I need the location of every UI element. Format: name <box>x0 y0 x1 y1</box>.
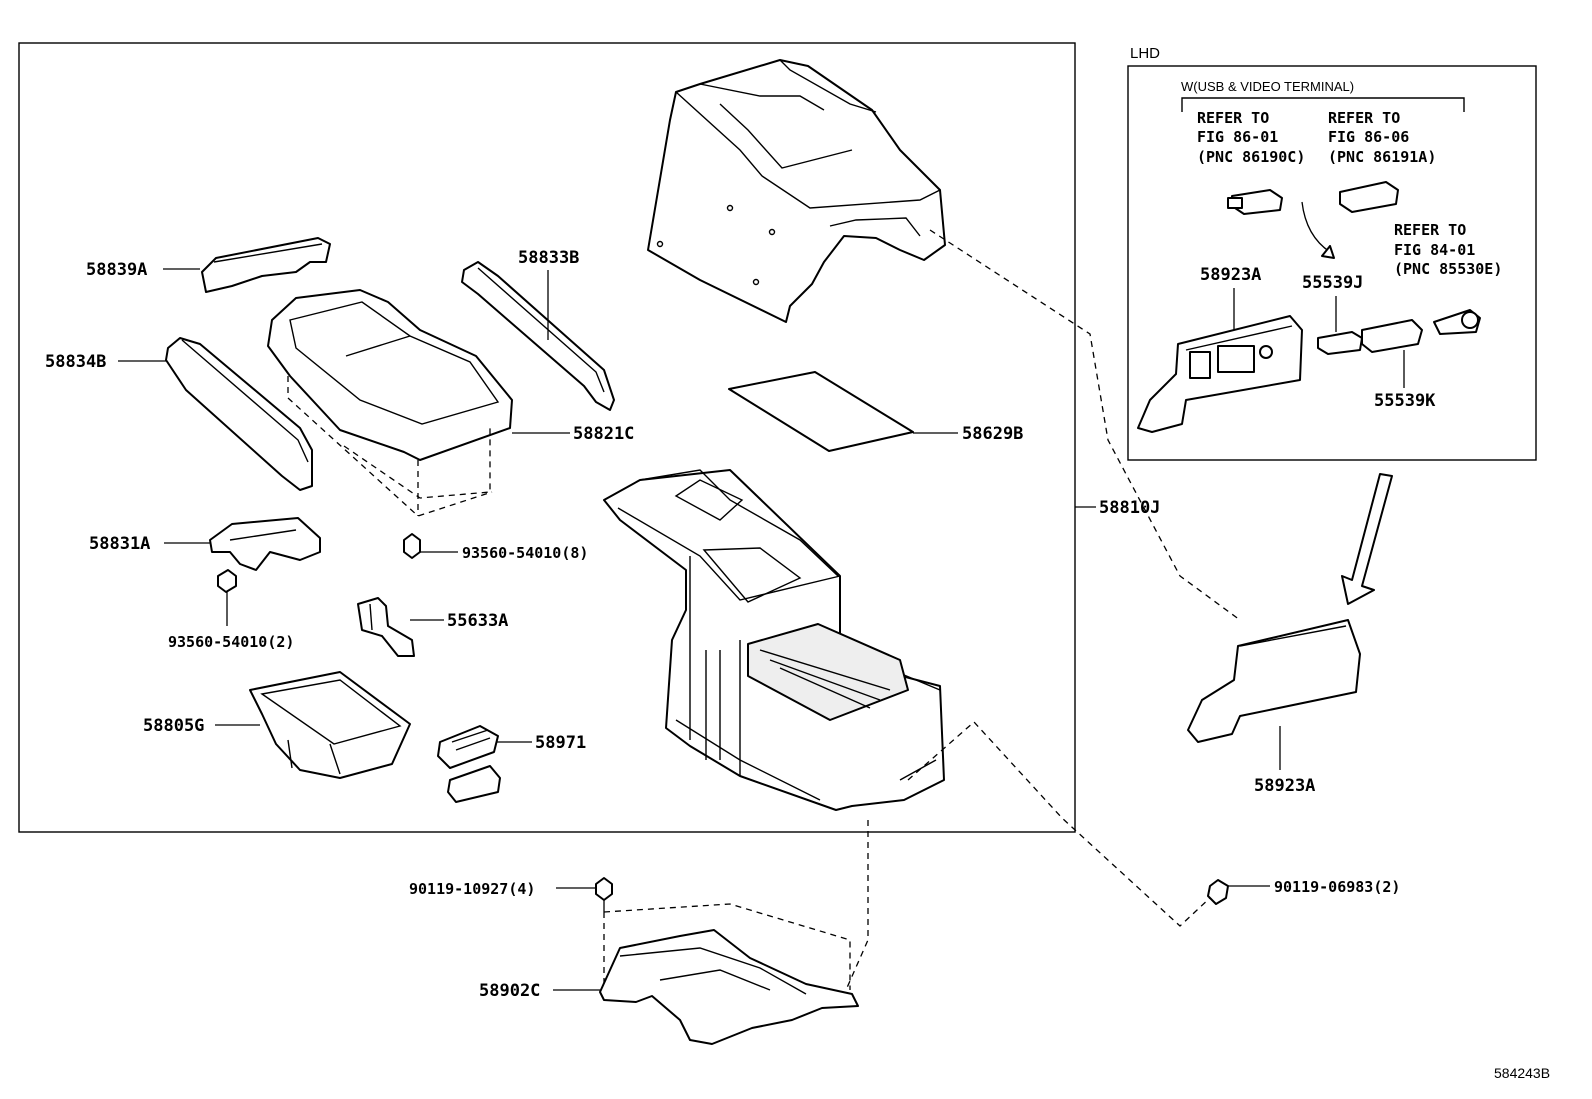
label-58902C[interactable]: 58902C <box>479 981 540 1001</box>
part-55633A-bracket <box>357 597 415 657</box>
power-socket-icon <box>1433 309 1481 335</box>
part-58821C-tray <box>267 289 513 517</box>
label-58805G[interactable]: 58805G <box>143 716 204 736</box>
label-93560-54010-2[interactable]: 93560-54010(2) <box>168 633 294 651</box>
label-58629B[interactable]: 58629B <box>962 424 1023 444</box>
bolt-90119-06983-icon <box>1207 879 1270 905</box>
label-58831A[interactable]: 58831A <box>89 534 150 554</box>
arrowhead-icon <box>1321 245 1335 259</box>
label-58833B[interactable]: 58833B <box>518 248 579 268</box>
label-55539J[interactable]: 55539J <box>1302 273 1363 293</box>
figure-id: 584243B <box>1494 1065 1550 1081</box>
label-55539K[interactable]: 55539K <box>1374 391 1436 411</box>
ref1-line2[interactable]: FIG 86-01 <box>1197 128 1278 146</box>
part-58805G-cup-holder <box>249 671 411 779</box>
part-58971-clip <box>437 725 501 803</box>
bolt-93560-8-icon <box>403 533 458 559</box>
lhd-inset-frame <box>1127 65 1537 461</box>
part-55539J-connector <box>1317 331 1363 355</box>
ref3-line3[interactable]: (PNC 85530E) <box>1394 260 1502 278</box>
label-90119-06983[interactable]: 90119-06983(2) <box>1274 878 1400 896</box>
label-58821C[interactable]: 58821C <box>573 424 634 444</box>
usb-video-terminal-note: W(USB & VIDEO TERMINAL) <box>1181 79 1354 94</box>
console-frame-assembly <box>603 469 945 811</box>
part-55539K-connector <box>1361 319 1423 353</box>
part-58839A-cover <box>201 237 331 293</box>
video-connector-icon <box>1339 181 1399 213</box>
bolt-93560-2-icon <box>217 569 237 626</box>
part-58902C-bracket <box>599 903 859 1045</box>
bolt-90119-10927-icon <box>556 877 613 912</box>
label-58839A[interactable]: 58839A <box>86 260 147 280</box>
big-arrow-icon <box>1341 473 1393 605</box>
ref2-line2[interactable]: FIG 86-06 <box>1328 128 1409 146</box>
ref3-line2[interactable]: FIG 84-01 <box>1394 241 1475 259</box>
part-58833B-trim <box>461 261 615 411</box>
label-58810J[interactable]: 58810J <box>1099 498 1160 518</box>
label-90119-10927[interactable]: 90119-10927(4) <box>409 880 535 898</box>
part-58923A-panel <box>1187 619 1361 743</box>
dashed-connector-lower <box>845 820 869 991</box>
label-58923A-inset[interactable]: 58923A <box>1200 265 1261 285</box>
lhd-label: LHD <box>1130 45 1160 62</box>
part-58923A-panel-inset <box>1137 315 1303 433</box>
label-55633A[interactable]: 55633A <box>447 611 508 631</box>
label-58834B[interactable]: 58834B <box>45 352 106 372</box>
label-58923A[interactable]: 58923A <box>1254 776 1315 796</box>
ref1-line3[interactable]: (PNC 86190C) <box>1197 148 1305 166</box>
usb-connector-icon <box>1227 189 1283 215</box>
ref1-line1[interactable]: REFER TO <box>1197 109 1269 127</box>
console-box-upper <box>647 59 946 323</box>
part-58831A-bracket <box>209 517 321 571</box>
ref3-line1[interactable]: REFER TO <box>1394 221 1466 239</box>
curved-arrow-icon <box>1301 201 1331 253</box>
ref2-line1[interactable]: REFER TO <box>1328 109 1400 127</box>
label-93560-54010-8[interactable]: 93560-54010(8) <box>462 544 588 562</box>
main-assembly-frame <box>18 42 1076 833</box>
usb-note-bracket <box>1181 97 1465 112</box>
dashed-connector-right <box>907 721 1213 927</box>
dashed-connector-upper <box>929 229 1241 621</box>
part-58834B-armrest <box>165 337 313 491</box>
label-58971[interactable]: 58971 <box>535 733 586 753</box>
ref2-line3[interactable]: (PNC 86191A) <box>1328 148 1436 166</box>
part-58629B-mat <box>728 371 914 452</box>
